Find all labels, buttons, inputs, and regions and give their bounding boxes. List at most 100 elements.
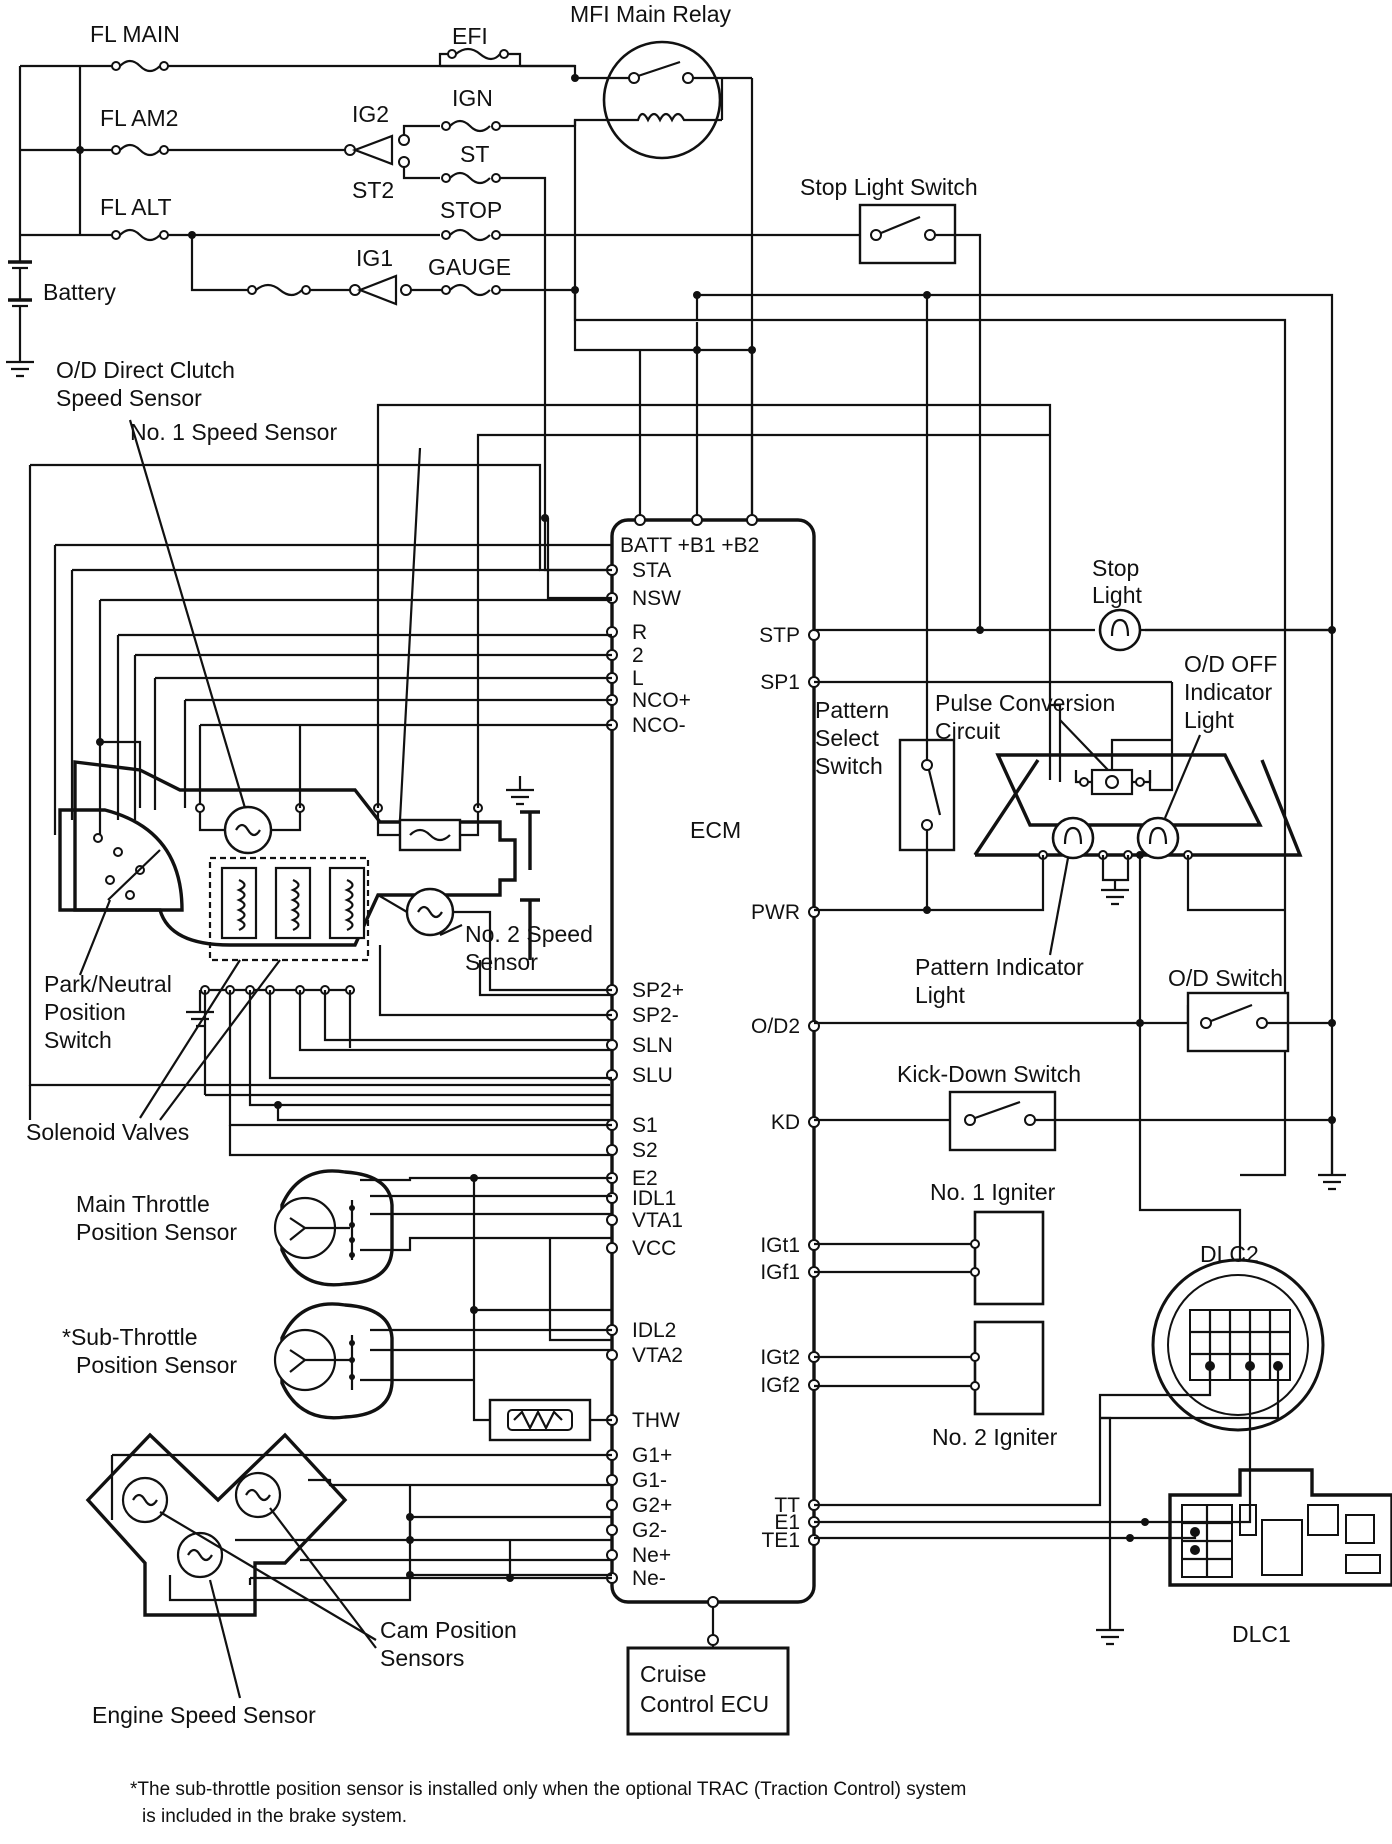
ecm-pin-label: SP1: [760, 671, 800, 694]
label-efi: EFI: [452, 23, 488, 49]
fusible-link-icon: [80, 228, 440, 242]
ecm-pin-label: G1+: [632, 1444, 672, 1467]
ecm-pin-label: STP: [759, 624, 800, 647]
fuse-icon: [247, 283, 311, 297]
ecm-pin-label: S1: [632, 1114, 658, 1137]
no2-igniter-box: [973, 1320, 1045, 1416]
fuse-icon: [447, 47, 509, 61]
label-pulse-2: Circuit: [935, 718, 1001, 744]
label-park-neutral-2: Position: [44, 999, 126, 1025]
ecm-pin-label: SLN: [632, 1034, 673, 1057]
leader-lines: [128, 419, 422, 821]
ecm-pin-label: G2+: [632, 1494, 672, 1517]
ground-icon: [1101, 888, 1129, 906]
ecm-pin-label: E2: [632, 1167, 658, 1190]
ecm-pin-terminal: [606, 1192, 618, 1204]
right-side-wiring: [814, 291, 1392, 1646]
ground-icon: [1096, 1628, 1124, 1646]
label-ig2: IG2: [352, 101, 389, 127]
label-cruise-1: Cruise: [640, 1661, 706, 1687]
footnote-line-2: is included in the brake system.: [142, 1806, 407, 1827]
label-pattern-1: Pattern: [815, 697, 889, 723]
label-sub-tps-2: Position Sensor: [76, 1352, 237, 1378]
ecm-pin-terminal: [606, 1349, 618, 1361]
ecm-pin-label: E1: [774, 1511, 800, 1534]
ecm-pin-label: IGf2: [760, 1374, 800, 1397]
label-gauge: GAUGE: [428, 254, 511, 280]
ecm-box: [610, 462, 816, 1604]
no1-igniter-box: [973, 1210, 1045, 1306]
battery-icon: [8, 255, 32, 362]
label-od-direct-1: O/D Direct Clutch: [56, 357, 235, 383]
leader-line: [1163, 734, 1202, 819]
label-st: ST: [460, 141, 489, 167]
label-stop-light-2: Light: [1092, 582, 1142, 608]
label-ig1: IG1: [356, 245, 393, 271]
leader-line: [78, 899, 112, 976]
label-fl-main: FL MAIN: [90, 21, 180, 47]
label-stop: STOP: [440, 197, 502, 223]
label-igniter2: No. 2 Igniter: [932, 1424, 1058, 1450]
label-pulse-1: Pulse Conversion: [935, 690, 1115, 716]
label-stop-light-switch: Stop Light Switch: [800, 174, 978, 200]
ecm-pin-label: SP2-: [632, 1004, 679, 1027]
fusible-link-icon: [80, 143, 345, 157]
ecm-pin-label: IDL2: [632, 1319, 676, 1342]
dlc2-connector: [1151, 1258, 1325, 1432]
ecm-pin-label: G2-: [632, 1519, 667, 1542]
main-throttle-position-sensor: [273, 1169, 394, 1287]
ignition-switch-ig2: [344, 124, 440, 180]
ecm-pin-label: KD: [771, 1111, 800, 1134]
ecm-pin-label: IGt1: [760, 1234, 800, 1257]
ecm-pin-label: R: [632, 621, 647, 644]
ecm-pin-label: O/D2: [751, 1015, 800, 1038]
ecm-pin-terminal: [808, 1534, 820, 1546]
ecm-pin-label: NSW: [632, 587, 681, 610]
label-battery: Battery: [43, 279, 116, 305]
pattern-indicator-lamp: [1051, 816, 1095, 860]
label-cam-1: Cam Position: [380, 1617, 517, 1643]
fuse-icon: [441, 228, 501, 242]
ecm-pin-terminal: [808, 629, 820, 641]
ecm-pin-label: S2: [632, 1139, 658, 1162]
label-engine-speed: Engine Speed Sensor: [92, 1702, 316, 1728]
ecm-pin-terminal: [606, 1214, 618, 1226]
no2-speed-sensor: [405, 887, 455, 937]
ecm-label: ECM: [690, 817, 741, 843]
ecm-pin-label: G1-: [632, 1469, 667, 1492]
label-park-neutral-1: Park/Neutral: [44, 971, 172, 997]
ecm-pin-label: TT: [774, 1494, 800, 1517]
label-odoff-3: Light: [1184, 707, 1234, 733]
label-od-direct-2: Speed Sensor: [56, 385, 202, 411]
label-pattern-ind-1: Pattern Indicator: [915, 954, 1084, 980]
ecm-pin-terminal: [606, 1242, 618, 1254]
label-kickdown: Kick-Down Switch: [897, 1061, 1081, 1087]
label-od-switch: O/D Switch: [1168, 965, 1283, 991]
ecm-pin-terminal: [606, 1474, 618, 1486]
label-igniter1: No. 1 Igniter: [930, 1179, 1056, 1205]
label-cruise-2: Control ECU: [640, 1691, 769, 1717]
ecm-pin-label: SP2+: [632, 979, 684, 1002]
ground-icon: [186, 1000, 214, 1028]
ecm-pin-label: 2: [632, 644, 644, 667]
leader-line: [1059, 719, 1109, 771]
label-no2-speed-2: Sensor: [465, 949, 538, 975]
label-fl-alt: FL ALT: [100, 194, 172, 220]
label-solenoid: Solenoid Valves: [26, 1119, 189, 1145]
label-no2-speed-1: No. 2 Speed: [465, 921, 593, 947]
label-fl-am2: FL AM2: [100, 105, 178, 131]
label-pattern-3: Switch: [815, 753, 883, 779]
label-pattern-2: Select: [815, 725, 880, 751]
label-dlc1: DLC1: [1232, 1621, 1291, 1647]
fuse-icon: [441, 283, 501, 297]
leader-lines: [139, 959, 281, 1121]
ecm-pin-label: SLU: [632, 1064, 673, 1087]
ecm-pin-terminal: [606, 1499, 618, 1511]
ecm-pin-label: STA: [632, 559, 671, 582]
label-pattern-ind-2: Light: [915, 982, 965, 1008]
cam-position-sensors: [85, 1432, 348, 1617]
label-main-tps-2: Position Sensor: [76, 1219, 237, 1245]
ecm-pin-label: THW: [632, 1409, 680, 1432]
ecm-pin-label: VTA1: [632, 1209, 683, 1232]
